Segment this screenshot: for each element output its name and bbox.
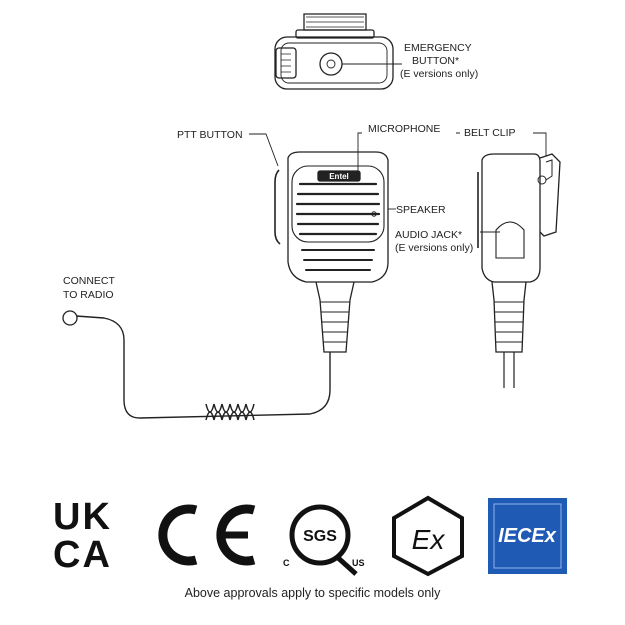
label-microphone: MICROPHONE	[368, 123, 440, 135]
label-belt-clip: BELT CLIP	[464, 127, 516, 139]
label-emergency-button-2: BUTTON*	[412, 55, 459, 67]
front-view	[62, 151, 389, 421]
ukca-logo: UK CA	[53, 496, 112, 576]
top-view	[274, 13, 402, 90]
label-connect: CONNECT	[63, 275, 116, 287]
iecex-text: IECEx	[498, 525, 557, 547]
label-speaker: SPEAKER	[396, 204, 446, 216]
iecex-logo: IECEx	[488, 498, 567, 574]
sgs-text: SGS	[303, 528, 337, 545]
side-view	[477, 153, 561, 388]
ukca-line2: CA	[53, 534, 112, 576]
brand-label: Entel	[329, 172, 349, 181]
label-ptt-button: PTT BUTTON	[177, 129, 243, 141]
label-emergency-note: (E versions only)	[400, 68, 478, 80]
label-emergency-button: EMERGENCY	[404, 42, 472, 54]
sgs-c: C	[283, 558, 290, 568]
leader-lines	[249, 132, 547, 233]
sgs-logo: SGS C US	[283, 504, 365, 576]
label-audio-jack: AUDIO JACK*	[395, 229, 462, 241]
approvals-footnote: Above approvals apply to specific models…	[184, 586, 441, 600]
sgs-us: US	[352, 558, 365, 568]
ukca-line1: UK	[53, 496, 112, 538]
ex-text: Ex	[412, 524, 446, 555]
label-to-radio: TO RADIO	[63, 289, 114, 301]
ce-logo	[158, 504, 256, 566]
label-audio-jack-note: (E versions only)	[395, 242, 473, 254]
ex-logo: Ex	[392, 495, 464, 577]
